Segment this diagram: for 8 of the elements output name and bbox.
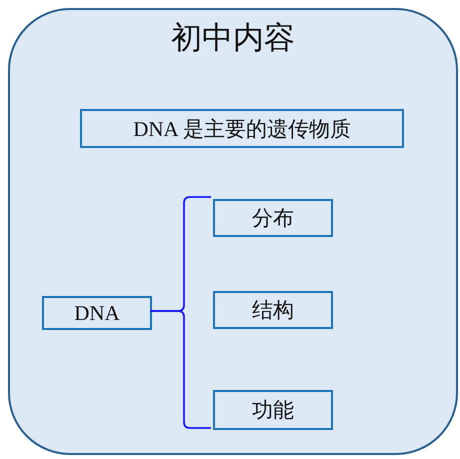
text-box: 功能 xyxy=(213,390,333,430)
panel-title: 初中内容 xyxy=(170,20,296,56)
text-box: 分布 xyxy=(213,199,333,237)
text-box: 结构 xyxy=(213,291,333,329)
brace-connector xyxy=(150,310,211,429)
text-box: DNA xyxy=(42,296,152,330)
panel-background xyxy=(8,8,458,455)
text-box: DNA 是主要的遗传物质 xyxy=(80,109,404,148)
